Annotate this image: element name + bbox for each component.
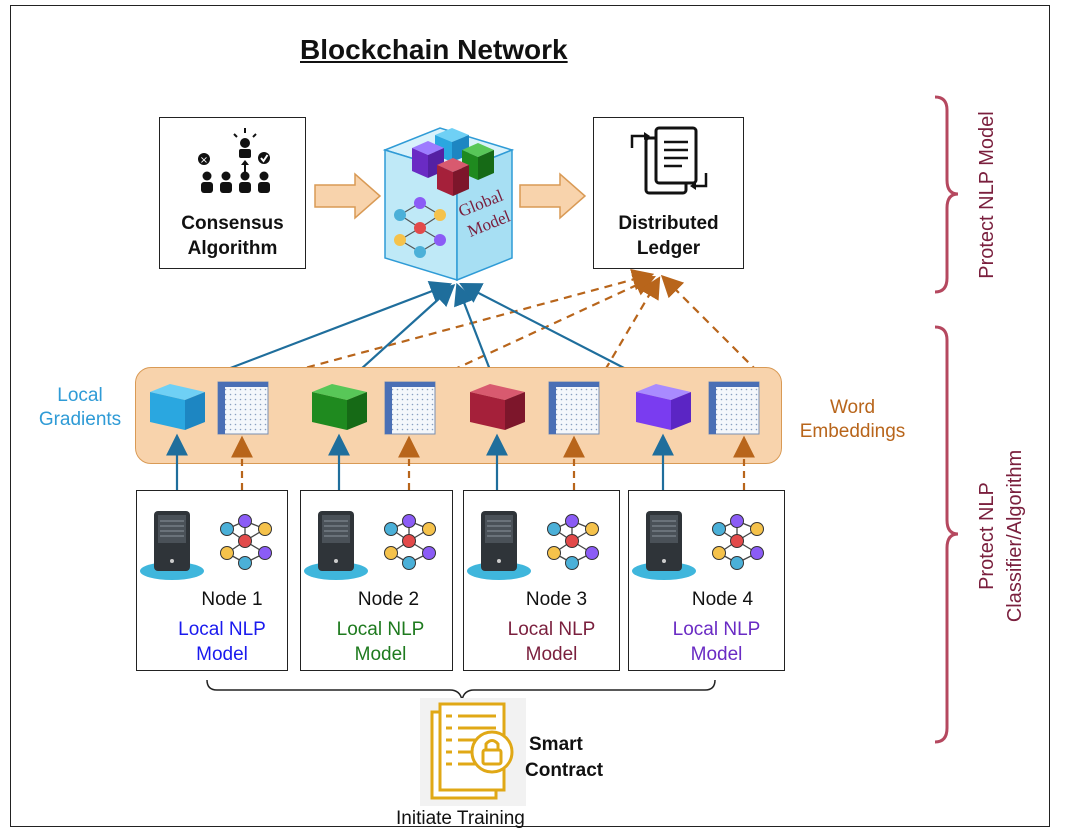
local-gradients-line-2: Gradients xyxy=(38,409,122,430)
node-model-label: Local NLP Model xyxy=(639,617,794,667)
node-model-line-2: Model xyxy=(690,644,743,665)
node-box-1: Node 1 Local NLP Model xyxy=(136,490,288,671)
local-gradients-label: Local Gradients xyxy=(30,384,130,432)
smart-contract-line-2: Contract xyxy=(525,760,604,781)
ledger-label-2: Ledger xyxy=(636,238,701,259)
ledger-box: Distributed Ledger xyxy=(593,117,744,269)
node-to-embedding-arrows xyxy=(231,435,755,490)
diagram-title: Blockchain Network xyxy=(300,34,568,65)
node-model-line-2: Model xyxy=(525,644,578,665)
ledger-icon xyxy=(630,126,708,195)
gradient-cube-4 xyxy=(636,384,691,430)
embedding-to-ledger-arrows xyxy=(252,268,769,384)
node-name: Node 1 xyxy=(201,589,263,610)
neural-network-icon xyxy=(384,514,436,570)
server-icon xyxy=(467,511,531,580)
node-to-gradient-arrows xyxy=(166,433,674,490)
svg-text:×: × xyxy=(200,155,208,166)
smart-contract-line-1: Smart xyxy=(529,734,583,755)
protect-model-label: Protect NLP Model xyxy=(976,111,998,279)
protect-classifier-line-2: Classifier/Algorithm xyxy=(1004,449,1026,623)
node-model-label: Local NLP Model xyxy=(147,617,297,667)
node-model-label: Local NLP Model xyxy=(474,617,629,667)
consensus-box: × Consensus Algorithm xyxy=(159,117,306,269)
node-model-line-1: Local NLP xyxy=(672,619,761,640)
ledger-label-1: Distributed xyxy=(618,213,719,234)
node-box-3: Node 3 Local NLP Model xyxy=(463,490,620,671)
smart-contract-label: Smart Contract xyxy=(525,732,603,784)
word-embeddings-label: Word Embeddings xyxy=(790,396,915,444)
node-box-4: Node 4 Local NLP Model xyxy=(628,490,785,671)
node-name: Node 2 xyxy=(357,589,420,610)
server-icon xyxy=(304,511,368,580)
global-model-cube xyxy=(382,127,515,282)
gradient-cube-3 xyxy=(470,384,525,430)
node-name: Node 4 xyxy=(691,589,754,610)
neural-network-icon xyxy=(547,514,599,570)
gradient-cube-1 xyxy=(150,384,205,430)
protect-classifier-label: Protect NLP Classifier/Algorithm xyxy=(973,426,1033,646)
word-embeddings-line-1: Word xyxy=(829,397,876,418)
node-model-line-1: Local NLP xyxy=(178,619,266,640)
node-model-line-1: Local NLP xyxy=(336,619,425,640)
protect-classifier-line-1: Protect NLP xyxy=(976,482,998,590)
gradient-cube-2 xyxy=(312,384,367,430)
consensus-icon: × xyxy=(198,128,270,193)
consensus-label-1: Consensus xyxy=(181,213,284,234)
model-bracket xyxy=(934,95,959,294)
neural-network-icon xyxy=(712,514,764,570)
node-model-line-2: Model xyxy=(196,644,248,665)
node-model-line-2: Model xyxy=(354,644,407,665)
word-embeddings-line-2: Embeddings xyxy=(799,421,906,442)
server-icon xyxy=(632,511,696,580)
node-model-line-1: Local NLP xyxy=(507,619,596,640)
local-gradients-line-1: Local xyxy=(57,385,103,406)
node-model-label: Local NLP Model xyxy=(305,617,456,667)
neural-network-icon xyxy=(220,514,272,570)
node-box-2: Node 2 Local NLP Model xyxy=(300,490,453,671)
node-name: Node 3 xyxy=(525,589,588,610)
initiate-training-label: Initiate Training xyxy=(396,808,525,829)
consensus-label-2: Algorithm xyxy=(187,238,278,259)
classifier-bracket xyxy=(934,325,959,744)
consensus-to-global-arrow xyxy=(314,172,382,220)
global-to-ledger-arrow xyxy=(519,172,587,220)
server-icon xyxy=(140,511,204,580)
diagram-frame xyxy=(10,5,1050,827)
